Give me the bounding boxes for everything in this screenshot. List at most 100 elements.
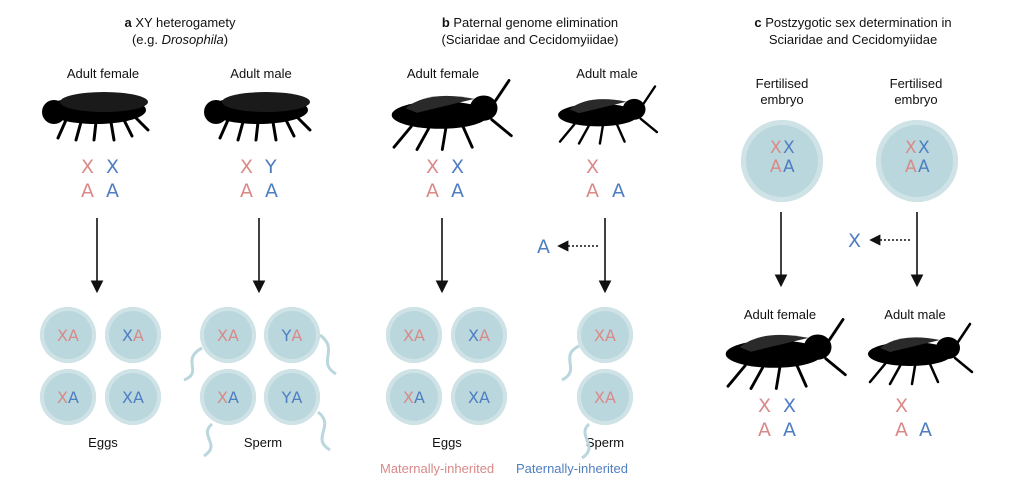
sperm-tail-icon (561, 344, 580, 382)
gamete-chromosome: X (594, 325, 605, 345)
adult-male-gnat-icon (866, 322, 974, 386)
sperm-tail-icon (203, 422, 214, 458)
chromosome-a-maternal: A (905, 157, 917, 177)
panel-c-male-label: Adult male (884, 307, 946, 322)
sperm-tail-icon (581, 422, 591, 460)
gamete-chromosome: A (291, 387, 303, 407)
embryo-label-line1: Fertilised (889, 76, 943, 91)
chromosome-x-maternal: X (770, 138, 782, 158)
chromosome-a-paternal: A (106, 180, 119, 202)
chromosome-a-maternal: A (81, 180, 94, 202)
fertilised-embryo: X X A A (876, 120, 958, 202)
gamete-chromosome: X (217, 325, 228, 345)
gamete-chromosome: X (468, 325, 479, 345)
gamete-chromosome: X (403, 387, 414, 407)
eliminated-chromosome-x: X (848, 230, 862, 252)
chromosome-a-paternal: A (783, 419, 796, 441)
embryo-label-line2: embryo (760, 92, 804, 107)
adult-female-gnat-icon (724, 318, 847, 390)
embryo-label: Fertilised embryo (742, 76, 822, 108)
panel-c-female-label: Adult female (743, 307, 817, 322)
panel-c-title: c Postzygotic sex determination in Sciar… (728, 14, 978, 48)
panel-a-letter: a (124, 15, 132, 30)
gamete-chromosome: A (414, 325, 425, 345)
sperm-tail-icon (319, 333, 337, 376)
chromosome-a-maternal: A (586, 180, 599, 202)
chromosome-a-paternal: A (451, 180, 464, 202)
gamete-chromosome: X (122, 387, 133, 407)
legend-paternal: Paternally-inherited (516, 461, 629, 476)
chromosome-x-paternal: X (918, 138, 930, 158)
gamete-chromosome: X (403, 325, 414, 345)
gamete-chromosome: A (291, 325, 303, 345)
chromosome-x-maternal: X (586, 156, 600, 178)
chromosome-a-maternal: A (895, 419, 908, 441)
panel-a-subtitle-suffix: ) (223, 32, 229, 47)
gamete-chromosome: A (228, 325, 239, 345)
legend-maternal: Maternally-inherited (380, 461, 495, 476)
chromosome-x-maternal: X (905, 138, 917, 158)
panel-a-subtitle-italic: Drosophila (161, 32, 224, 47)
embryo-label: Fertilised embryo (876, 76, 956, 108)
chromosome-a-paternal: A (783, 157, 795, 177)
panel-c-title-line2: Sciaridae and Cecidomyiidae (768, 32, 938, 47)
gamete-chromosome: A (133, 387, 144, 407)
gamete-chromosome: A (228, 387, 239, 407)
chromosome-x-paternal: X (451, 156, 465, 178)
gamete-chromosome: A (68, 325, 79, 345)
gamete-chromosome: X (594, 387, 605, 407)
gamete-chromosome: A (68, 387, 79, 407)
chromosome-x-maternal: X (758, 395, 772, 417)
chromosome-x-maternal: X (240, 156, 254, 178)
sperm-tail-icon (316, 410, 331, 452)
panel-c-title-line1: Postzygotic sex determination in (765, 15, 952, 30)
panel-b-subtitle: (Sciaridae and Cecidomyiidae) (441, 32, 619, 47)
eliminated-chromosome-a: A (537, 236, 550, 258)
chromosome-x-paternal: X (783, 395, 797, 417)
chromosome-a-paternal: A (919, 419, 932, 441)
gamete-chromosome: X (57, 325, 68, 345)
panel-b-male-label: Adult male (576, 66, 638, 81)
adult-female-gnat-icon (390, 79, 513, 151)
gamete-chromosome: X (468, 387, 479, 407)
panel-b-title-text: Paternal genome elimination (453, 15, 619, 30)
embryo-label-line1: Fertilised (755, 76, 809, 91)
panel-a-subtitle-prefix: (e.g. (131, 32, 162, 47)
gamete-chromosome: X (122, 325, 133, 345)
gamete-chromosome: A (605, 387, 616, 407)
chromosome-x-maternal: X (81, 156, 95, 178)
embryo-label-line2: embryo (894, 92, 938, 107)
chromosome-a-paternal: A (918, 157, 930, 177)
gamete-chromosome: Y (281, 387, 292, 407)
gamete-chromosome: A (605, 325, 616, 345)
gamete-chromosome: A (414, 387, 425, 407)
panel-a-male-label: Adult male (230, 66, 292, 81)
panel-b-title: b Paternal genome elimination (Sciaridae… (400, 14, 660, 48)
fertilised-embryo: X X A A (741, 120, 823, 202)
chromosome-x-maternal: X (895, 395, 909, 417)
chromosome-x-paternal: X (106, 156, 120, 178)
panel-a-title-text: XY heterogamety (135, 15, 236, 30)
gamete-chromosome: Y (281, 325, 292, 345)
panel-c-letter: c (754, 15, 762, 30)
panel-b-female-label: Adult female (406, 66, 480, 81)
sperm-tail-icon (183, 346, 203, 382)
eggs-label: Eggs (88, 435, 118, 450)
chromosome-a-maternal: A (240, 180, 253, 202)
eggs-label: Eggs (432, 435, 462, 450)
chromosome-x-paternal: X (783, 138, 795, 158)
gamete-chromosome: A (479, 387, 490, 407)
chromosome-a-maternal: A (426, 180, 439, 202)
chromosome-y-paternal: Y (265, 156, 277, 178)
adult-male-fly-icon (202, 90, 312, 142)
